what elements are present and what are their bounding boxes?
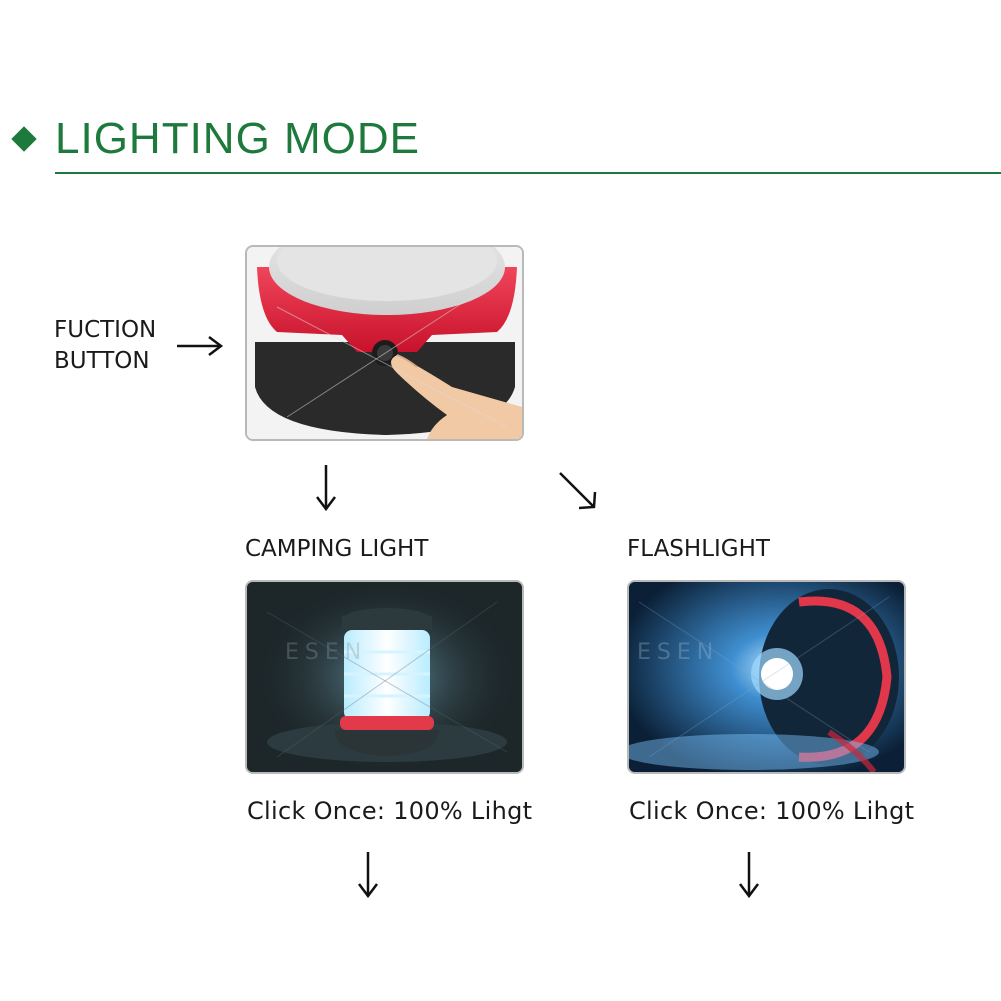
camping-light-caption: Click Once: 100% Lihgt <box>247 797 533 825</box>
watermark-text: ESEN <box>285 640 368 665</box>
page-title: LIGHTING MODE <box>55 114 421 163</box>
camping-light-photo <box>245 580 524 774</box>
flashlight-label: FLASHLIGHT <box>627 536 770 562</box>
flashlight-photo <box>627 580 906 774</box>
watermark-text: ESEN <box>637 640 720 665</box>
camping-light-label: CAMPING LIGHT <box>245 536 429 562</box>
arrow-down-icon <box>358 852 378 899</box>
function-button-photo <box>245 245 524 441</box>
function-button-label-line1: FUCTION <box>54 317 157 343</box>
function-button-label: FUCTION BUTTON <box>54 315 156 377</box>
arrow-down-icon <box>739 852 759 899</box>
flashlight-caption: Click Once: 100% Lihgt <box>629 797 915 825</box>
function-button-label-line2: BUTTON <box>54 348 150 374</box>
header-divider <box>55 172 1001 174</box>
arrow-down-icon <box>316 465 336 512</box>
arrow-down-right-icon <box>559 472 597 510</box>
diamond-icon <box>11 126 37 152</box>
arrow-right-icon <box>177 336 224 356</box>
